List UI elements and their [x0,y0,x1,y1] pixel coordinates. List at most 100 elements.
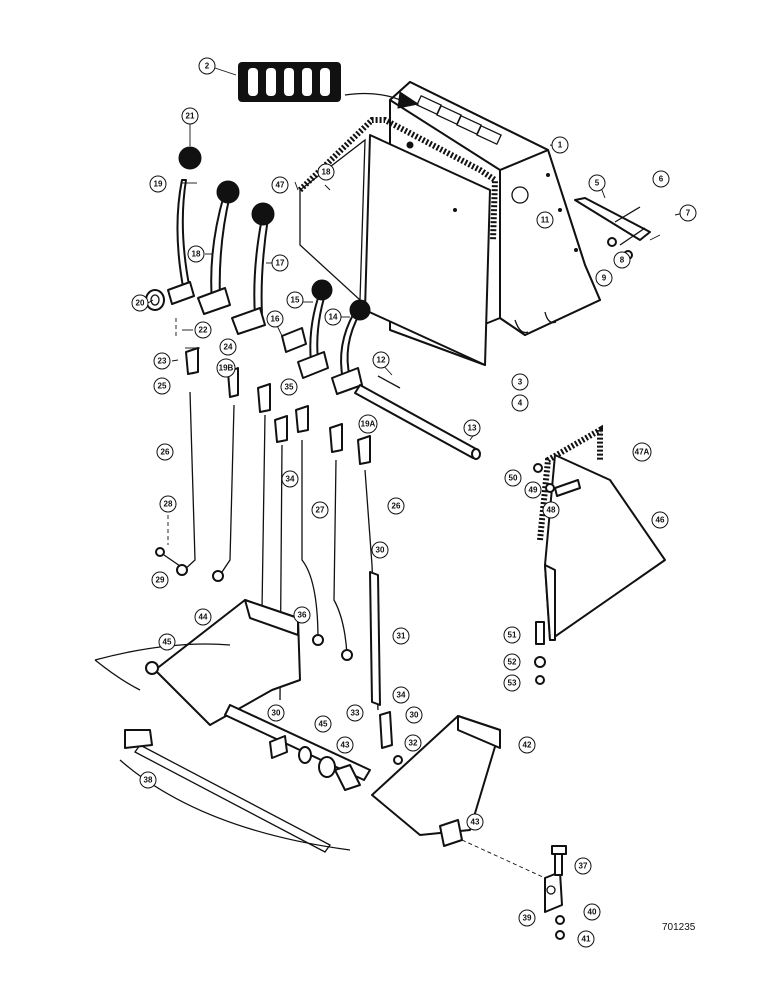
figure-id: 701235 [662,922,696,933]
svg-text:53: 53 [508,679,517,688]
svg-text:43: 43 [471,818,480,827]
svg-text:40: 40 [588,908,597,917]
callout-41: 41 [577,930,595,948]
linkage-rods [155,318,381,711]
bracket-39 [461,839,567,940]
callout-15: 15 [286,291,304,309]
svg-text:14: 14 [329,313,338,322]
callout-19: 19 [149,175,167,193]
callout-48: 48 [542,501,560,519]
callout-19A: 19A [358,414,378,434]
grip-seal [297,117,499,241]
callout-26-right: 26 [387,497,405,515]
svg-text:30: 30 [410,711,419,720]
svg-text:25: 25 [158,382,167,391]
svg-text:43: 43 [341,741,350,750]
callout-34-a: 34 [281,470,299,488]
svg-text:16: 16 [271,315,280,324]
callout-42: 42 [518,736,536,754]
svg-text:30: 30 [272,709,281,718]
callout-30-c: 30 [405,706,423,724]
callout-4: 4 [511,394,529,412]
callout-29: 29 [151,571,169,589]
callout-51: 51 [503,626,521,644]
svg-text:6: 6 [659,175,664,184]
callout-13: 13 [463,419,481,437]
callout-18: 18 [187,245,205,263]
callout-30-a: 30 [371,541,389,559]
callout-9: 9 [595,269,613,287]
callout-49: 49 [524,481,542,499]
svg-text:18: 18 [322,168,331,177]
callout-52: 52 [503,653,521,671]
callout-5: 5 [588,174,606,192]
callout-45-a: 45 [158,633,176,651]
callout-12: 12 [372,351,390,369]
svg-text:37: 37 [579,862,588,871]
svg-text:4: 4 [518,399,523,408]
callout-43-a: 43 [336,736,354,754]
callout-21: 21 [181,107,199,125]
svg-text:42: 42 [523,741,532,750]
svg-text:19: 19 [154,180,163,189]
svg-text:2: 2 [205,62,210,71]
svg-text:11: 11 [541,216,550,225]
svg-text:46: 46 [656,516,665,525]
callout-45-b: 45 [314,715,332,733]
callout-34-b: 34 [392,686,410,704]
svg-text:52: 52 [508,658,517,667]
callout-27: 27 [311,501,329,519]
callout-35: 35 [280,378,298,396]
callout-47: 47 [271,176,289,194]
svg-text:22: 22 [199,326,208,335]
pedal-42 [371,711,501,847]
side-shield [533,424,666,685]
svg-text:47: 47 [276,181,285,190]
svg-text:30: 30 [376,546,385,555]
svg-text:33: 33 [351,709,360,718]
svg-text:31: 31 [397,632,406,641]
callout-26-left: 26 [156,443,174,461]
svg-text:1: 1 [558,141,563,150]
svg-text:7: 7 [686,209,691,218]
callout-24: 24 [219,338,237,356]
callout-22: 22 [194,321,212,339]
callout-19B: 19B [216,358,236,378]
svg-text:41: 41 [582,935,591,944]
svg-text:32: 32 [409,739,418,748]
svg-text:26: 26 [392,502,401,511]
callout-31: 31 [392,627,410,645]
svg-text:24: 24 [224,343,233,352]
svg-text:17: 17 [276,259,285,268]
callout-28: 28 [159,495,177,513]
callout-32: 32 [404,734,422,752]
svg-text:26: 26 [161,448,170,457]
svg-text:8: 8 [620,256,625,265]
svg-text:28: 28 [164,500,173,509]
svg-text:45: 45 [319,720,328,729]
svg-text:12: 12 [377,356,386,365]
callout-10: 18 [317,163,335,181]
svg-text:21: 21 [186,112,195,121]
callout-23: 23 [153,352,171,370]
svg-text:44: 44 [199,613,208,622]
callout-7: 7 [679,204,697,222]
callout-8: 8 [613,251,631,269]
callout-43-b: 43 [466,813,484,831]
svg-text:45: 45 [163,638,172,647]
callout-46: 46 [651,511,669,529]
callout-37: 37 [574,857,592,875]
callout-14: 14 [324,308,342,326]
svg-text:18: 18 [192,250,201,259]
callout-1: 1 [551,136,569,154]
callout-38: 38 [139,771,157,789]
svg-text:20: 20 [136,299,145,308]
callout-6: 6 [652,170,670,188]
svg-text:15: 15 [291,296,300,305]
callout-44: 44 [194,608,212,626]
lever-shaft [354,375,481,460]
svg-text:39: 39 [523,914,532,923]
svg-text:36: 36 [298,611,307,620]
control-levers [145,146,371,395]
